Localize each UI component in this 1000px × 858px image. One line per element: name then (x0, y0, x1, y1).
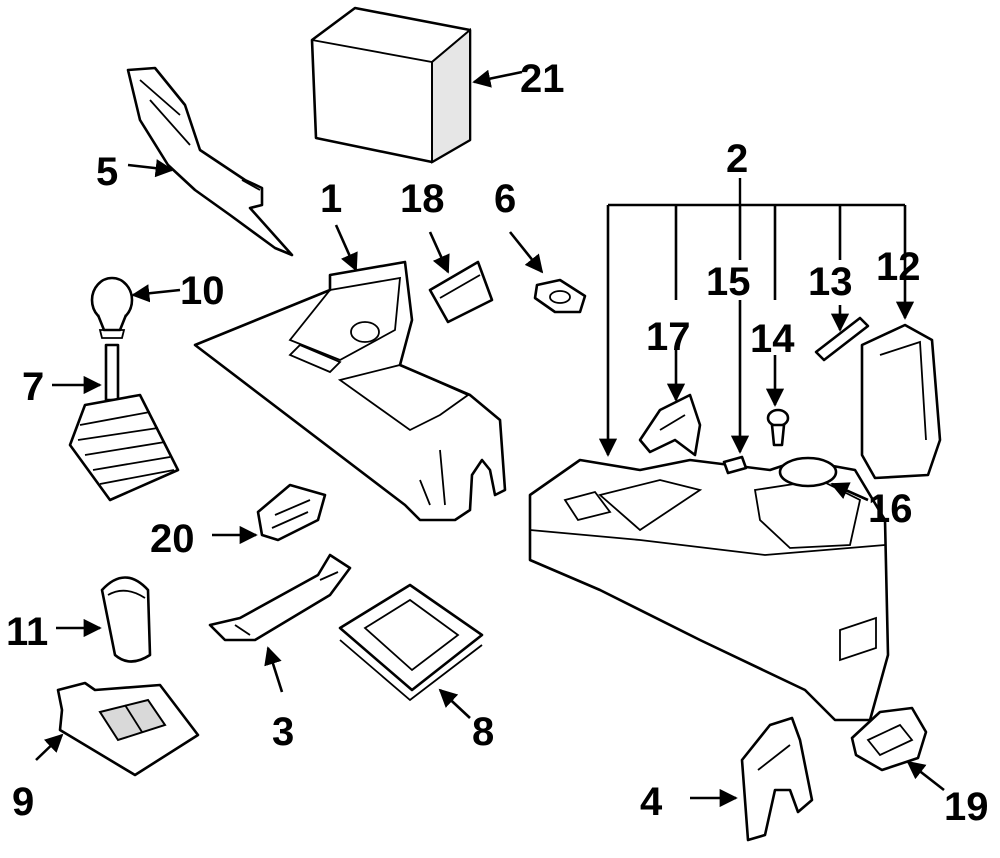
callout-16: 16 (868, 487, 913, 531)
leader-1 (334, 224, 358, 272)
leader-6 (508, 231, 544, 274)
leader-21 (472, 69, 523, 88)
part-8-shifter-bezel (338, 583, 484, 702)
callout-12: 12 (876, 245, 921, 289)
part-12-armrest-lid (860, 323, 942, 480)
callout-4: 4 (640, 780, 663, 824)
part-21-storage-box (310, 6, 472, 164)
callout-5: 5 (96, 150, 118, 194)
part-19-pocket (850, 706, 928, 772)
callout-18: 18 (400, 177, 445, 221)
leader-8 (438, 688, 471, 719)
part-20-small-bracket (256, 483, 327, 542)
part-1-front-console (193, 260, 507, 522)
callout-9: 9 (12, 780, 34, 824)
callout-6: 6 (494, 177, 516, 221)
part-6-clip (533, 278, 587, 314)
leader-19 (906, 760, 945, 792)
part-2-rear-console (528, 458, 890, 722)
part-10-shift-knob (90, 276, 134, 339)
leader-16 (830, 482, 869, 502)
callout-20: 20 (150, 517, 195, 561)
callout-2: 2 (726, 137, 748, 181)
callout-11: 11 (6, 610, 48, 654)
callout-2-bracket (598, 178, 915, 457)
part-13-hinge-pin (814, 316, 870, 362)
part-7-shift-boot (68, 343, 180, 502)
part-5-trim-panel (126, 66, 294, 257)
callout-17: 17 (646, 315, 691, 359)
callout-3: 3 (272, 710, 294, 754)
part-11-shift-knob (100, 576, 152, 663)
part-4-support-bracket (740, 716, 814, 842)
part-14-screw (766, 408, 790, 447)
callout-21: 21 (520, 57, 565, 101)
part-16-cup-holder (778, 456, 838, 488)
leader-10 (131, 284, 181, 303)
part-17-latch (638, 393, 702, 457)
leader-5 (127, 159, 174, 178)
callout-19: 19 (944, 785, 989, 829)
part-9-indicator-plate (56, 681, 200, 777)
leader-3 (264, 646, 284, 693)
leader-9 (35, 733, 64, 761)
callout-14: 14 (750, 317, 795, 361)
leader-18 (428, 231, 450, 274)
part-3-bracket (208, 553, 352, 642)
callout-15: 15 (706, 260, 751, 304)
callout-8: 8 (472, 710, 494, 754)
callout-7: 7 (22, 365, 44, 409)
part-15-clip (722, 455, 748, 475)
callout-13: 13 (808, 260, 853, 304)
part-18-pocket (428, 260, 494, 324)
callout-10: 10 (180, 269, 225, 313)
callout-1: 1 (320, 177, 342, 221)
